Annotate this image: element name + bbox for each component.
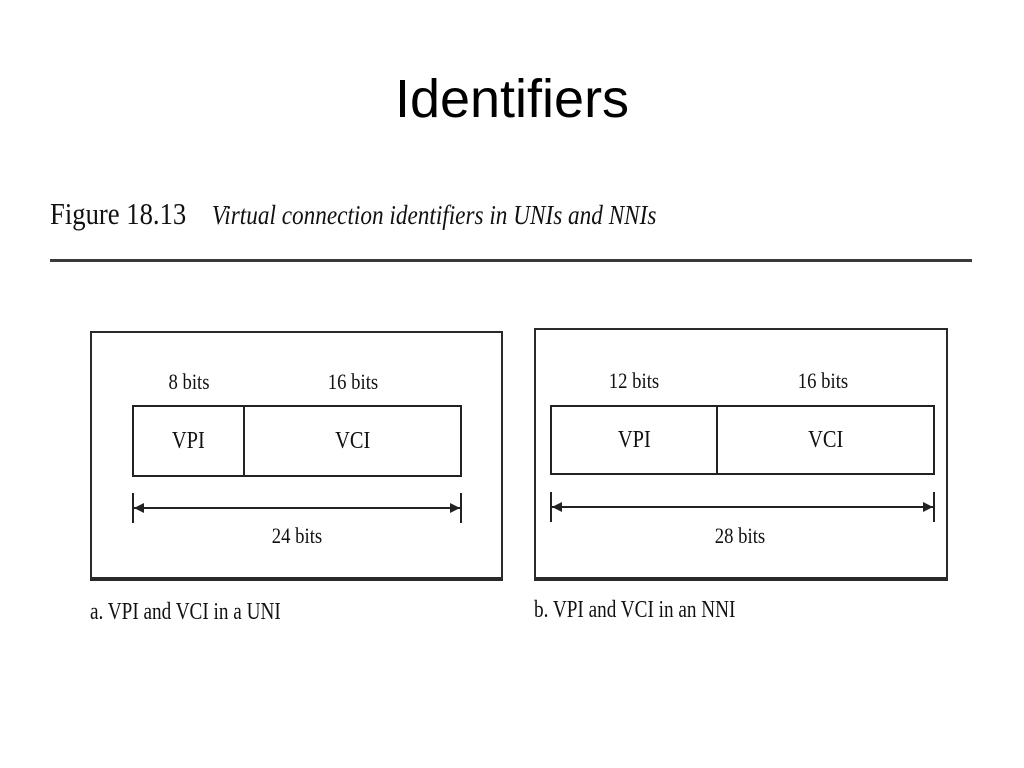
uni-total-bits-label: 24 bits xyxy=(271,523,323,548)
uni-vci-bits-label: 16 bits xyxy=(327,369,379,394)
nni-dim-tick-left xyxy=(550,492,552,522)
uni-vci-field: VCI xyxy=(334,427,371,454)
uni-dim-tick-left xyxy=(132,493,134,523)
uni-arrow-right-icon xyxy=(450,503,460,513)
uni-arrow-left-icon xyxy=(134,503,144,513)
nni-arrow-right-icon xyxy=(923,502,933,512)
figure-number: Figure 18.13 xyxy=(50,196,187,231)
nni-vpi-bits-label: 12 bits xyxy=(608,368,660,393)
uni-field-divider xyxy=(243,407,245,475)
figure-divider xyxy=(50,259,972,262)
figure-description: Virtual connection identifiers in UNIs a… xyxy=(211,200,657,230)
uni-panel: 8 bits 16 bits VPI VCI 24 bits xyxy=(90,331,503,581)
nni-header-field: VPI VCI xyxy=(550,405,935,475)
nni-vci-bits-label: 16 bits xyxy=(797,368,849,393)
nni-panel-caption: b. VPI and VCI in an NNI xyxy=(534,597,736,623)
nni-vpi-field: VPI xyxy=(617,426,651,453)
slide-title: Identifiers xyxy=(394,69,630,129)
uni-dimension-line xyxy=(134,507,460,509)
figure-caption: Figure 18.13 Virtual connection identifi… xyxy=(50,192,656,237)
uni-panel-caption: a. VPI and VCI in a UNI xyxy=(90,599,281,625)
nni-total-bits-label: 28 bits xyxy=(714,523,766,548)
uni-vpi-bits-label: 8 bits xyxy=(168,369,210,394)
nni-dimension-line xyxy=(552,506,933,508)
nni-dim-tick-right xyxy=(933,492,935,522)
nni-vci-field: VCI xyxy=(807,426,844,453)
uni-dim-tick-right xyxy=(460,493,462,523)
nni-panel: 12 bits 16 bits VPI VCI 28 bits xyxy=(534,328,948,581)
nni-arrow-left-icon xyxy=(552,502,562,512)
uni-header-field: VPI VCI xyxy=(132,405,462,477)
uni-vpi-field: VPI xyxy=(172,427,205,454)
nni-field-divider xyxy=(716,407,718,473)
